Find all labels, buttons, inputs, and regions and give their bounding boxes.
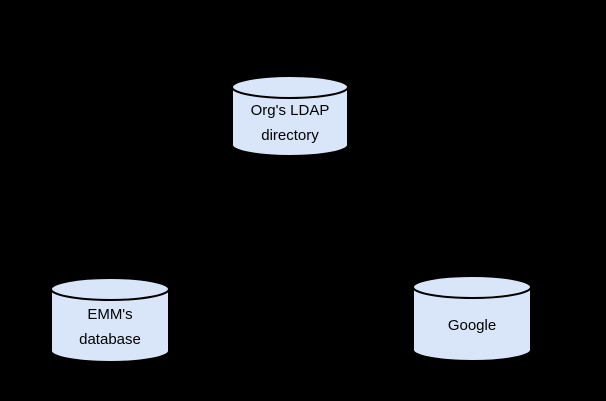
cylinder-google: Google	[412, 275, 532, 362]
database-cylinder-icon	[412, 275, 532, 362]
cylinder-orgs-ldap-directory: Org's LDAP directory	[231, 75, 349, 157]
cylinder-emms-database: EMM's database	[50, 277, 170, 363]
database-cylinder-icon	[50, 277, 170, 363]
database-cylinder-icon	[231, 75, 349, 157]
